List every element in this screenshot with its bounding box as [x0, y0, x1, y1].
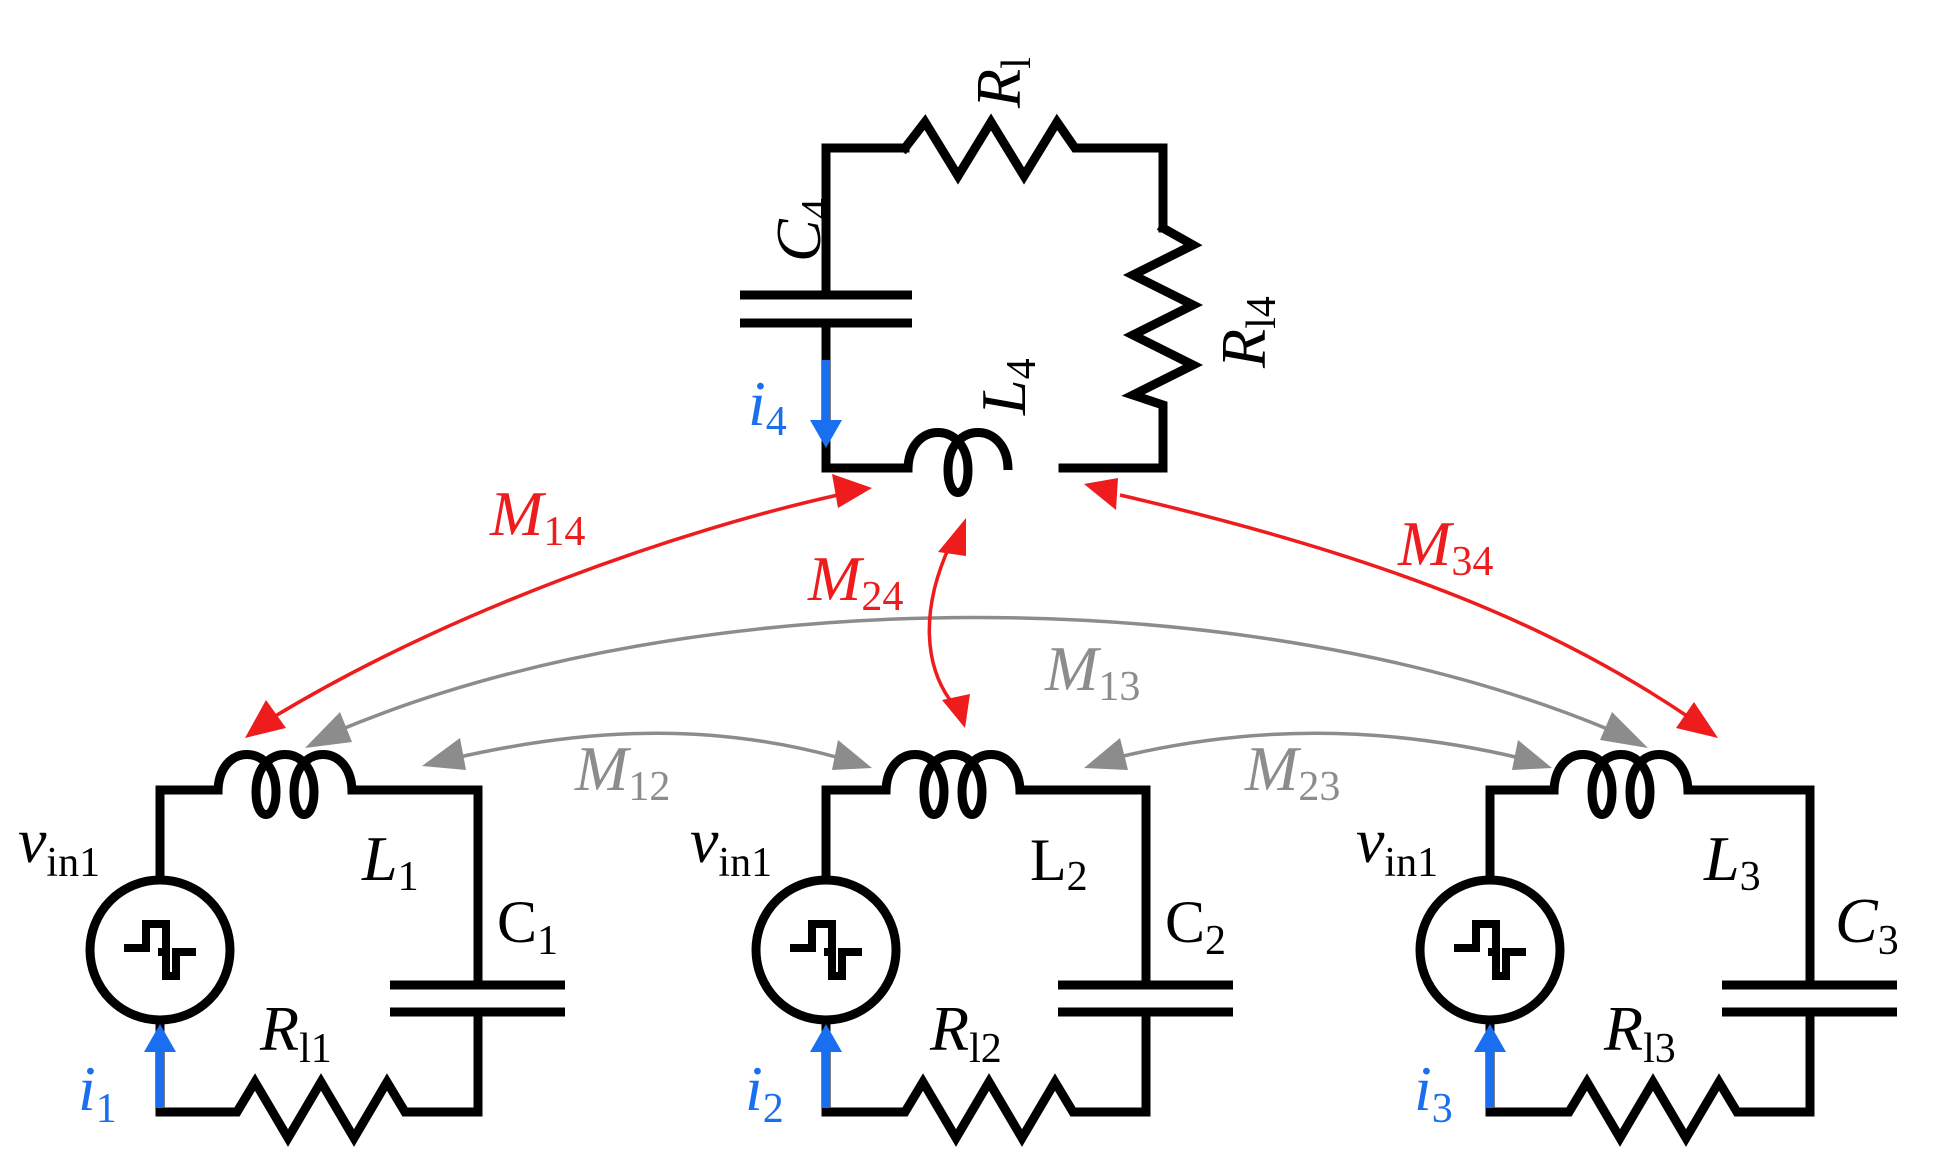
mutual-coupling-arrow-icon [305, 615, 1648, 748]
resistor-label-rl: Rl [963, 57, 1040, 109]
coupling-label-m23: M23 [1244, 733, 1340, 810]
current-label-i1: i1 [78, 1053, 117, 1132]
coupling-label-m12: M12 [574, 733, 670, 810]
current-arrow-icon [810, 1024, 842, 1108]
mutual-coupling-arrow-icon [422, 731, 872, 770]
current-label-i2: i2 [745, 1053, 784, 1132]
coupling-arrows: M14 M24 M34 M13 M12 M23 [245, 474, 1718, 810]
mutual-coupling-arrow-icon [1084, 478, 1718, 738]
current-arrow-icon [144, 1024, 176, 1108]
inductor-label-l2: L2 [1030, 827, 1088, 900]
source-label-vin1: vin1 [18, 805, 100, 886]
coupling-label-m34: M34 [1397, 508, 1493, 585]
capacitor-label-c1: C1 [497, 889, 558, 964]
resistor-label-rl1: Rl1 [259, 993, 332, 1072]
capacitor-label-c4: C4 [763, 198, 840, 262]
inductor-label-l3: L3 [1703, 823, 1761, 900]
current-label-i3: i3 [1414, 1053, 1453, 1132]
resistor-label-rl2: Rl2 [929, 993, 1002, 1072]
mutual-coupling-arrow-icon [1084, 731, 1552, 770]
source-label-vin1: vin1 [1356, 805, 1438, 886]
current-arrow-icon [1474, 1024, 1506, 1108]
mutual-coupling-arrow-icon [927, 518, 970, 728]
coupling-label-m13: M13 [1044, 633, 1140, 710]
transmitter-circuit-1: vin1 L1 C1 Rl1 i1 [18, 755, 565, 1147]
resistor-label-rl3: Rl3 [1603, 993, 1676, 1072]
transmitter-circuit-3: vin1 L3 C3 Rl3 i3 [1356, 755, 1899, 1147]
capacitor-label-c2: C2 [1165, 889, 1226, 964]
inductor-label-l1: L1 [361, 823, 419, 900]
inductor-label-l4: L4 [968, 358, 1045, 416]
current-label-i4: i4 [748, 368, 787, 445]
current-arrow-icon [810, 360, 842, 448]
receiver-circuit: C4 L4 Rl Rl4 i4 [740, 57, 1285, 492]
source-label-vin1: vin1 [690, 805, 772, 886]
mutual-coupling-arrow-icon [245, 474, 872, 738]
coupling-label-m14: M14 [489, 478, 585, 555]
coupling-label-m24: M24 [807, 543, 903, 620]
resistor-label-rl4: Rl4 [1208, 296, 1285, 369]
transmitter-circuit-2: vin1 L2 C2 Rl2 i2 [690, 755, 1233, 1147]
capacitor-label-c3: C3 [1835, 885, 1899, 964]
